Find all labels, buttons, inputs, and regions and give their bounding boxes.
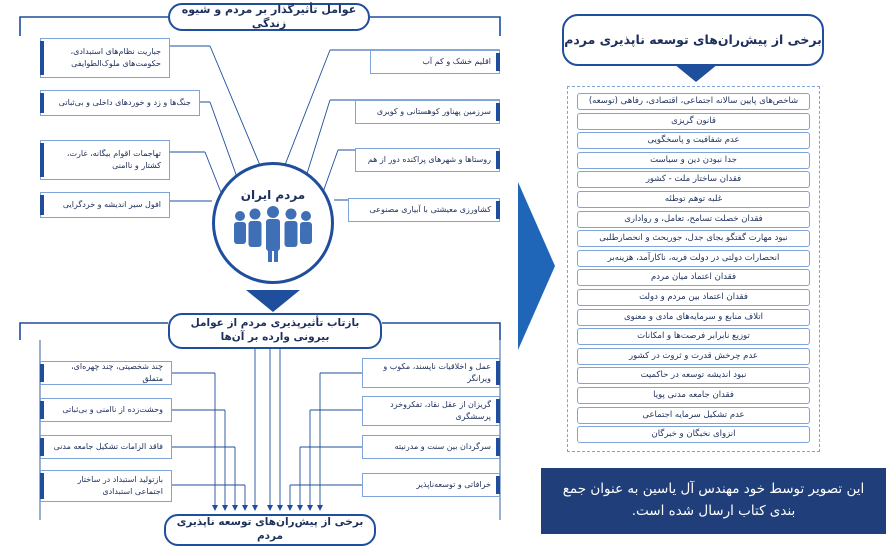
driver-list-item: غلبه توهم توطئه — [577, 191, 810, 208]
middle-left-item: وحشت‌زده از ناامنی و بی‌ثباتی — [40, 398, 172, 422]
driver-list-item: انحصارات دولتی در دولت فربه، ناکارآمد، ه… — [577, 249, 810, 267]
top-right-item: روستاها و شهرهای پراکنده دور از هم — [355, 148, 500, 172]
top-left-item: افول سیر اندیشه و خردگرایی — [40, 192, 170, 218]
bottom-section-title: برخی از پیش‌ران‌های توسعه ناپذیری مردم — [164, 514, 376, 546]
middle-left-item: چند شخصیتی، چند چهره‌ای، متملق — [40, 361, 172, 385]
driver-list-item: عدم تشکیل سرمایه اجتماعی — [577, 406, 810, 424]
driver-list-item: نبود اندیشه توسعه در حاکمیت — [577, 367, 810, 385]
driver-list-item: فقدان جامعه مدنی پویا — [577, 387, 810, 404]
middle-left-item: فاقد الزامات تشکیل جامعه مدنی — [40, 435, 172, 459]
driver-list-item: جدا نبودن دین و سیاست — [577, 151, 810, 169]
driver-list-item: انزوای نخبگان و خبرگان — [577, 426, 810, 444]
middle-right-item: سرگردان بین سنت و مدرنیته — [362, 435, 500, 459]
driver-list-item: نبود مهارت گفتگو بجای جدل، جوربحث و انحص… — [577, 230, 810, 248]
driver-list-item: عدم شفافیت و پاسخگویی — [577, 132, 810, 150]
middle-right-item: عمل و اخلاقیات ناپسند، مکوب و ویرانگر — [362, 358, 500, 388]
top-right-item: اقلیم خشک و کم آب — [370, 50, 500, 74]
driver-list-item: فقدان ساختار ملت - کشور — [577, 171, 810, 189]
driver-list-item: فقدان اعتماد میان مردم — [577, 269, 810, 287]
driver-list-item: فقدان اعتماد بین مردم و دولت — [577, 289, 810, 306]
driver-list-item: شاخص‌های پایین سالانه اجتماعی، اقتصادی، … — [577, 93, 810, 110]
caption-box: این تصویر توسط خود مهندس آل یاسین به عنو… — [541, 468, 886, 534]
driver-list-item: اتلاف منابع و سرمایه‌های مادی و معنوی — [577, 308, 810, 326]
middle-section-title: بازتاب تأثیرپذیری مردم از عوامل بیرونی و… — [168, 313, 382, 349]
center-label: مردم ایران — [240, 188, 306, 202]
driver-list-item: فقدان خصلت تسامح، تعامل، و رواداری — [577, 210, 810, 228]
top-left-item: جنگ‌ها و زد و خوردهای داخلی و بی‌ثباتی — [40, 90, 200, 116]
middle-right-item: گریزان از عقل نقاد، تفکروخرد پرسشگری — [362, 396, 500, 426]
right-panel-list-frame — [567, 86, 820, 452]
top-right-item: سرزمین پهناور کوهستانی و کویری — [355, 100, 500, 124]
middle-right-item: خرافاتی و توسعه‌ناپذیر — [362, 473, 500, 497]
middle-left-item: بازتولید استبداد در ساختار اجتماعی استبد… — [40, 470, 172, 502]
top-left-item: جباریت نظام‌های استبدادی، حکومت‌های ملوک… — [40, 38, 170, 78]
driver-list-item: توزیع نابرابر فرصت‌ها و امکانات — [577, 328, 810, 346]
top-right-item: کشاورزی معیشتی با آبیاری مصنوعی — [348, 198, 500, 222]
right-panel-title: برخی از پیش‌ران‌های توسعه ناپذیری مردم — [562, 14, 824, 66]
people-group-icon — [234, 206, 312, 262]
top-left-item: تهاجمات اقوام بیگانه، غارت، کشتار و ناام… — [40, 140, 170, 180]
driver-list-item: قانون گریزی — [577, 112, 810, 130]
top-section-title: عوامل تأثیرگذار بر مردم و شیوه زندگی — [168, 3, 370, 31]
driver-list-item: عدم چرخش قدرت و ثروت در کشور — [577, 347, 810, 365]
